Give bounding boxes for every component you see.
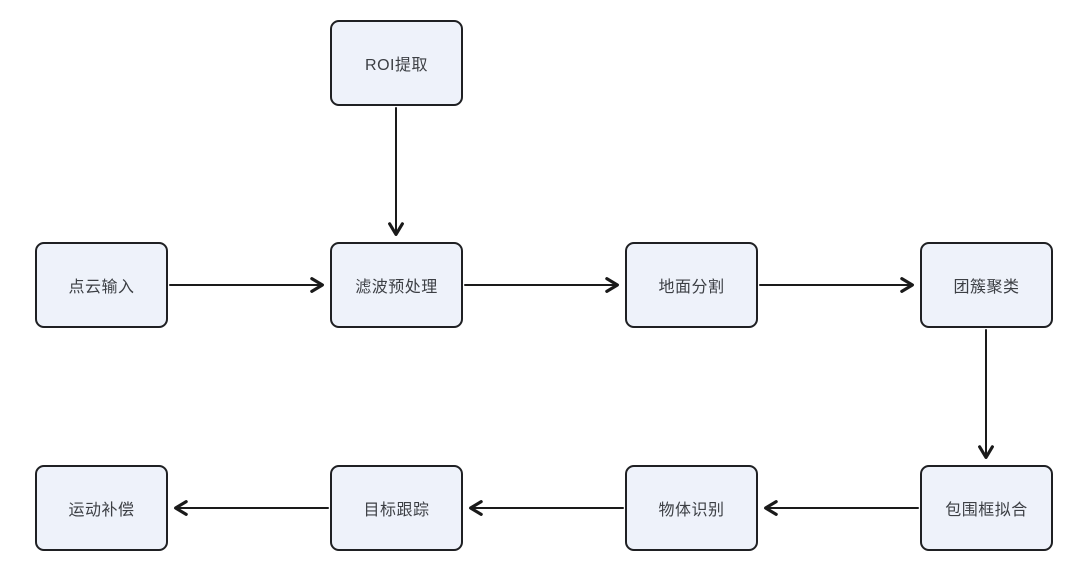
node-filter-preprocess[interactable]: 滤波预处理	[330, 242, 463, 328]
node-label: 运动补偿	[68, 502, 135, 519]
node-ground-segmentation[interactable]: 地面分割	[625, 242, 758, 328]
node-object-recognition[interactable]: 物体识别	[625, 465, 758, 551]
node-bounding-box-fit[interactable]: 包围框拟合	[920, 465, 1053, 551]
node-label: 地面分割	[658, 279, 725, 296]
node-label: 物体识别	[658, 502, 725, 519]
node-pointcloud-input[interactable]: 点云输入	[35, 242, 168, 328]
node-target-tracking[interactable]: 目标跟踪	[330, 465, 463, 551]
node-label: ROI提取	[365, 57, 428, 74]
node-label: 点云输入	[68, 279, 135, 296]
node-label: 目标跟踪	[363, 502, 430, 519]
node-motion-compensation[interactable]: 运动补偿	[35, 465, 168, 551]
node-label: 包围框拟合	[945, 502, 1028, 519]
node-label: 滤波预处理	[355, 279, 438, 296]
node-roi-extraction[interactable]: ROI提取	[330, 20, 463, 106]
node-label: 团簇聚类	[953, 279, 1020, 296]
node-cluster-clustering[interactable]: 团簇聚类	[920, 242, 1053, 328]
